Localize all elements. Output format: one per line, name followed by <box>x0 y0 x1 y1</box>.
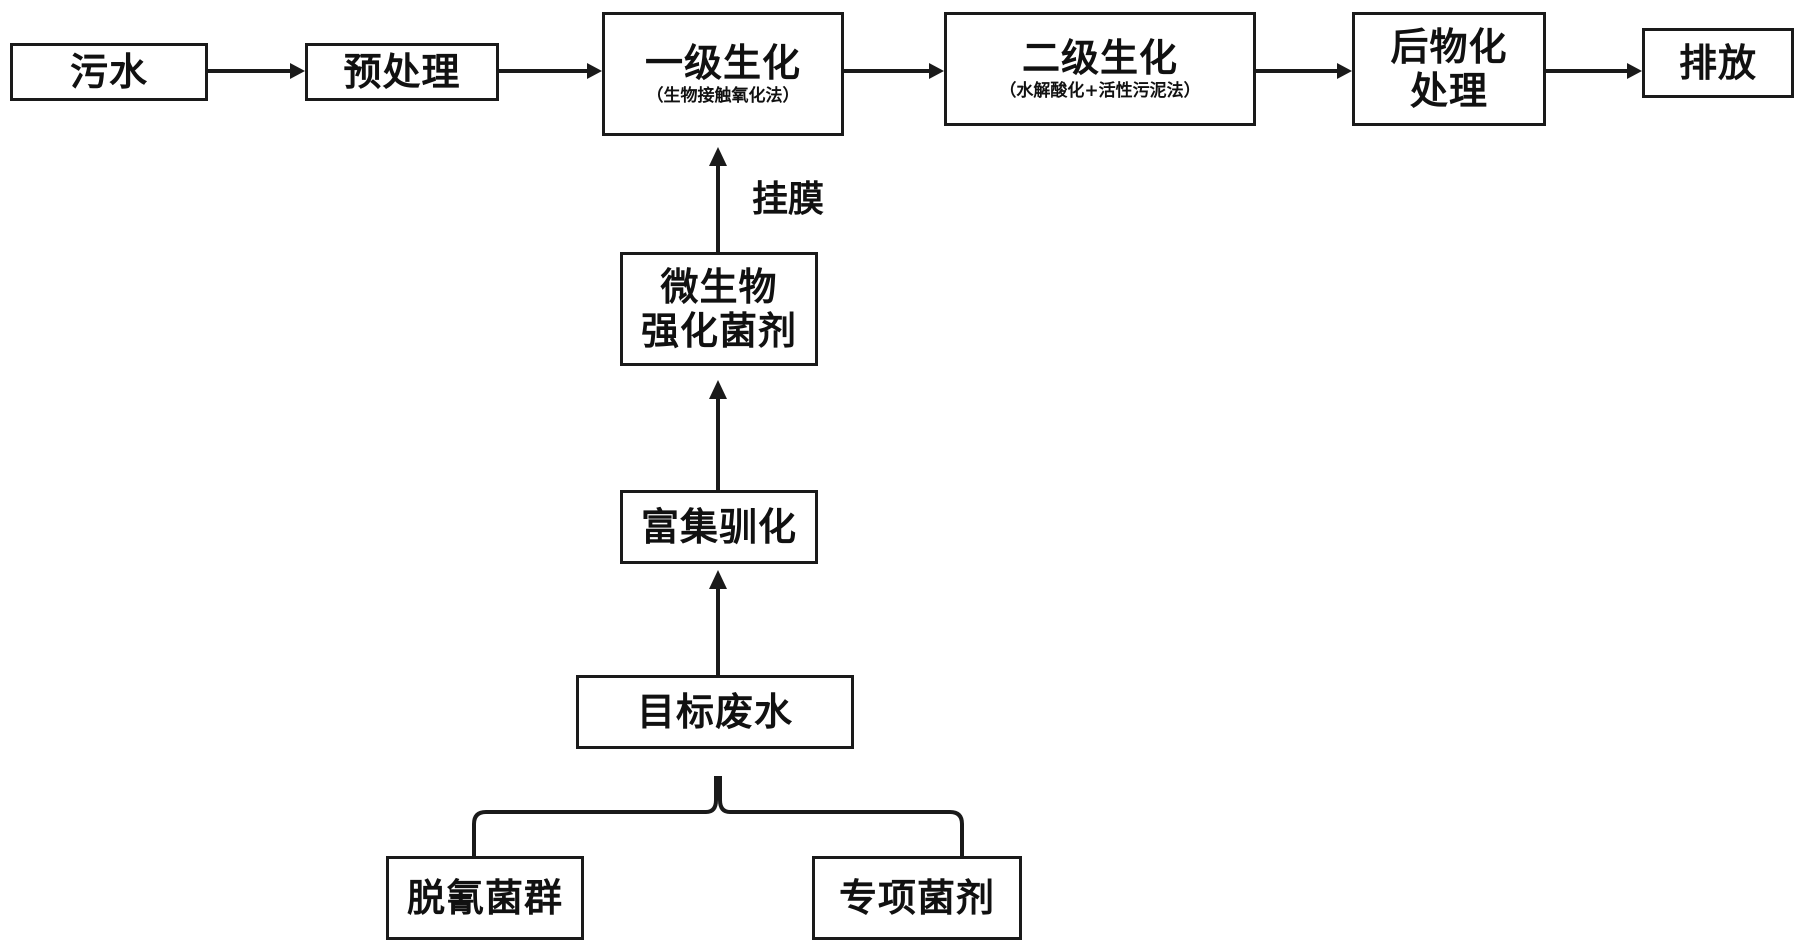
enrich-box: 富集驯化 <box>620 490 818 564</box>
arrowhead-5 <box>1627 63 1642 79</box>
film-label: 挂膜 <box>752 179 825 220</box>
pretreat-label: 预处理 <box>343 50 461 94</box>
arrowhead-4 <box>1337 63 1352 79</box>
post-label-1: 后物化 <box>1390 25 1508 69</box>
enrich-label: 富集驯化 <box>640 505 797 549</box>
arrowhead-1 <box>290 63 305 79</box>
arrowhead-v3 <box>709 570 727 589</box>
bottom-right-box: 专项菌剂 <box>812 856 1022 940</box>
arrowhead-2 <box>587 63 602 79</box>
discharge-box: 排放 <box>1642 28 1794 98</box>
agent-label-2: 强化菌剂 <box>640 309 797 353</box>
post-label-2: 处理 <box>1409 69 1488 113</box>
bottom-left-label: 脱氰菌群 <box>406 876 563 920</box>
stage1-label: 一级生化 <box>644 41 801 85</box>
sewage-label: 污水 <box>69 50 148 94</box>
stage2-sub: （水解酸化+活性污泥法） <box>999 81 1201 101</box>
arrowhead-v1 <box>709 147 727 166</box>
target-label: 目标废水 <box>636 690 793 734</box>
stage2-box: 二级生化 （水解酸化+活性污泥法） <box>944 12 1256 126</box>
target-box: 目标废水 <box>576 675 854 749</box>
stage1-box: 一级生化 （生物接触氧化法） <box>602 12 844 136</box>
merge-bracket <box>472 776 964 870</box>
discharge-label: 排放 <box>1678 41 1757 85</box>
sewage-box: 污水 <box>10 43 208 101</box>
agent-label-1: 微生物 <box>660 265 778 309</box>
arrowhead-3 <box>929 63 944 79</box>
post-box: 后物化 处理 <box>1352 12 1546 126</box>
bottom-left-box: 脱氰菌群 <box>386 856 584 940</box>
arrowhead-v2 <box>709 380 727 399</box>
agent-box: 微生物 强化菌剂 <box>620 252 818 366</box>
pretreat-box: 预处理 <box>305 43 499 101</box>
bottom-right-label: 专项菌剂 <box>838 876 995 920</box>
stage2-label: 二级生化 <box>1021 36 1178 80</box>
stage1-sub: （生物接触氧化法） <box>646 86 800 106</box>
